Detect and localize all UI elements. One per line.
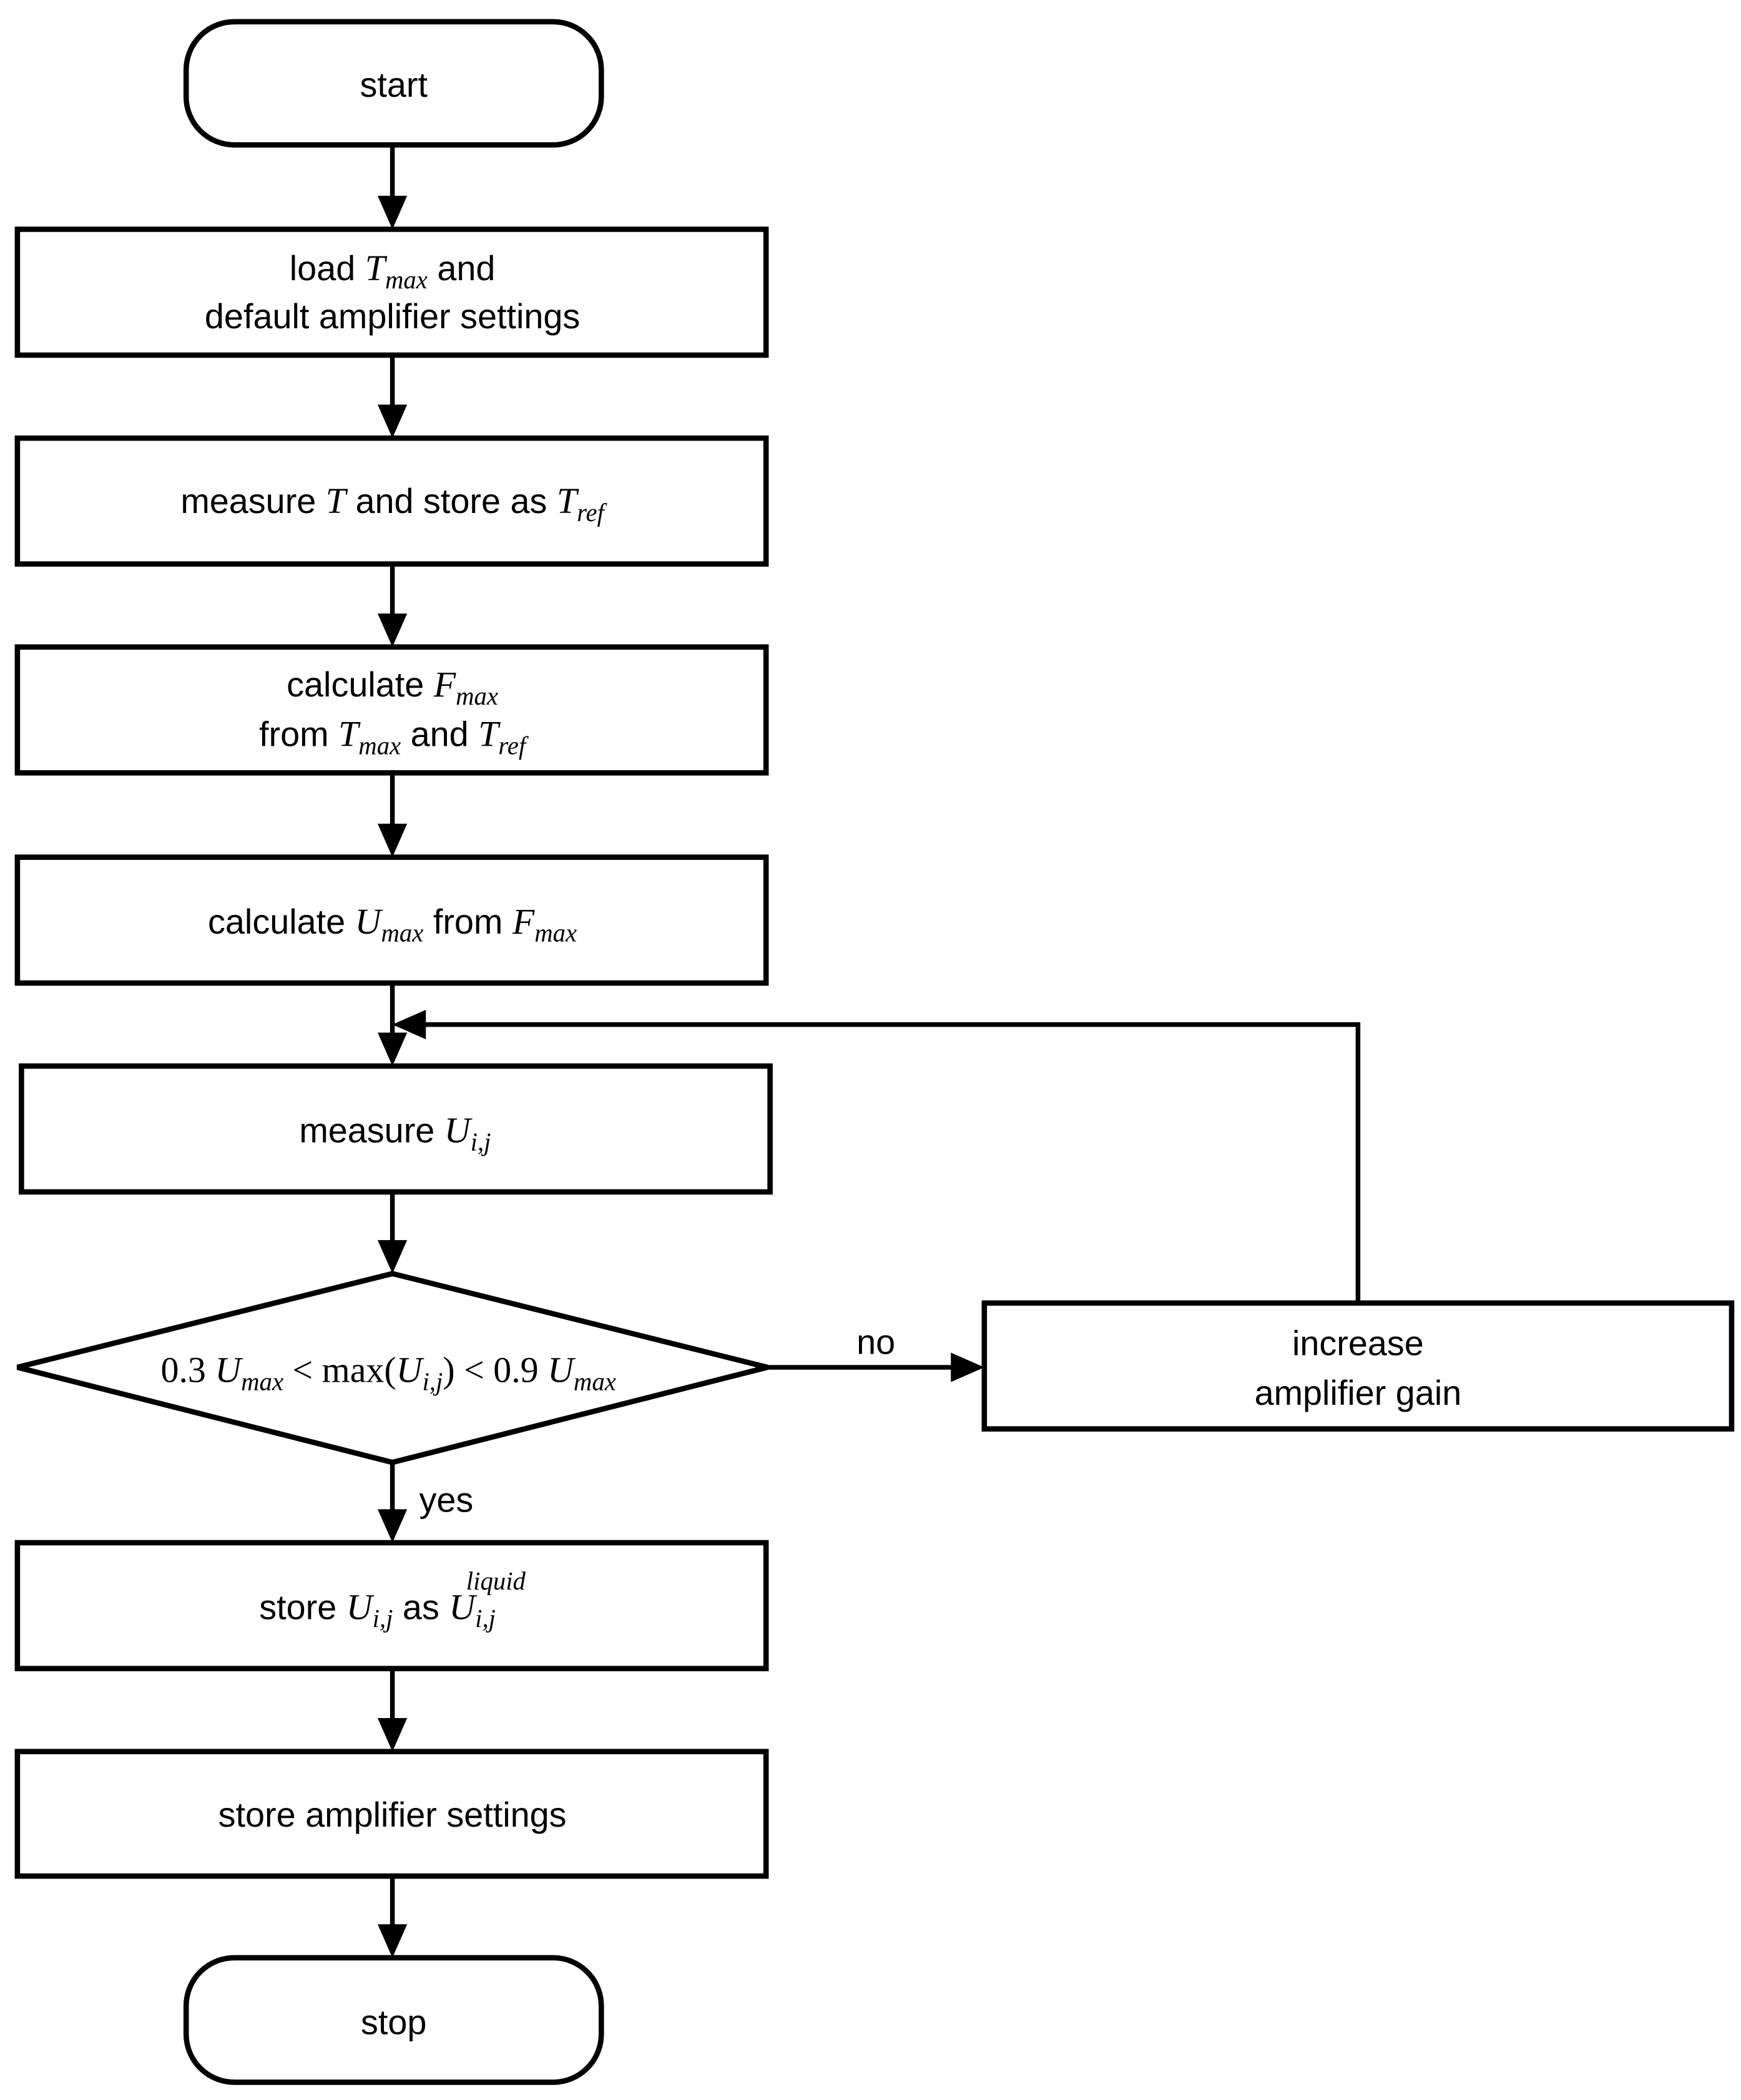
calc-f-label-line1: calculate Fmax bbox=[287, 664, 498, 710]
arrowhead bbox=[377, 823, 408, 857]
calc-u-label: calculate Umax from Fmax bbox=[208, 901, 577, 947]
measure-t-box bbox=[14, 435, 769, 567]
store-u-label: store Ui,j as Ui,jliquid bbox=[259, 1567, 526, 1633]
arrowhead bbox=[377, 1924, 408, 1958]
load-label-line1: load Tmax and bbox=[290, 248, 496, 294]
increase-gain-box bbox=[981, 1300, 1735, 1432]
load-label-line2: default amplifier settings bbox=[205, 297, 580, 336]
arrowhead bbox=[951, 1352, 984, 1382]
calculate-umax-box bbox=[14, 854, 769, 986]
arrowhead bbox=[377, 1032, 408, 1067]
arrow-loop-back bbox=[423, 1022, 1361, 1303]
measure-t-label: measure T and store as Tref bbox=[180, 481, 607, 527]
store-settings-label: store amplifier settings bbox=[218, 1795, 567, 1834]
measure-u-label: measure Ui,j bbox=[299, 1110, 491, 1156]
arrowhead bbox=[377, 1718, 408, 1752]
arrowhead bbox=[377, 613, 408, 647]
yes-label: yes bbox=[419, 1481, 474, 1520]
measure-u-box bbox=[19, 1063, 773, 1195]
store-settings-box bbox=[14, 1749, 769, 1879]
start-label: start bbox=[360, 66, 428, 104]
store-u-box bbox=[14, 1540, 769, 1671]
decision-condition: 0.3 Umax < max(Ui,j) < 0.9 Umax bbox=[160, 1350, 615, 1396]
increase-label-line1: increase bbox=[1292, 1324, 1424, 1363]
stop-terminal bbox=[183, 1955, 604, 2085]
calc-f-label-line2: from Tmax and Tref bbox=[259, 713, 529, 759]
arrowhead bbox=[377, 1240, 408, 1274]
stop-label: stop bbox=[361, 2003, 426, 2041]
increase-label-line2: amplifier gain bbox=[1255, 1374, 1462, 1412]
arrowhead bbox=[377, 195, 408, 230]
load-tmax-box bbox=[14, 227, 769, 358]
connectors bbox=[377, 145, 1361, 1958]
arrowhead bbox=[377, 404, 408, 439]
start-terminal bbox=[183, 19, 604, 148]
arrowhead bbox=[392, 1010, 426, 1040]
decision-diamond bbox=[16, 1271, 768, 1465]
arrowhead bbox=[377, 1509, 408, 1543]
no-label: no bbox=[856, 1323, 895, 1362]
calculate-fmax-box bbox=[14, 644, 769, 776]
